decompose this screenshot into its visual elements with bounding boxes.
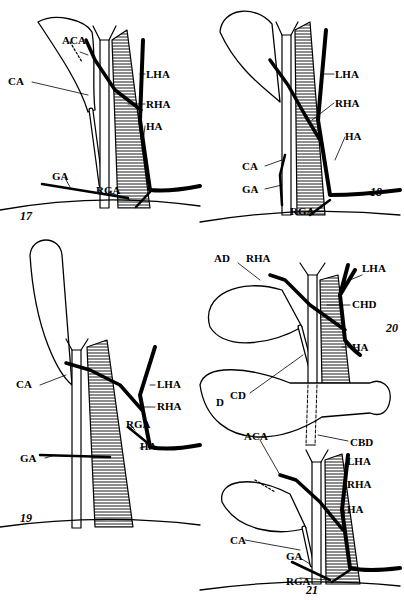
- part-label: HA: [347, 503, 364, 515]
- part-label: RHA: [246, 252, 270, 264]
- part-label: LHA: [335, 68, 359, 80]
- part-label: ACA: [62, 34, 86, 46]
- part-label: GA: [286, 550, 303, 562]
- part-label: GA: [242, 183, 259, 195]
- part-label: LHA: [347, 455, 371, 467]
- figure-number: 19: [20, 512, 32, 524]
- part-label: HA: [345, 130, 362, 142]
- part-label: CHD: [352, 298, 376, 310]
- part-label: CA: [230, 534, 246, 546]
- part-label: CD: [230, 389, 246, 401]
- part-label: RGA: [96, 184, 120, 196]
- part-label: AD: [214, 252, 230, 264]
- part-label: CBD: [350, 436, 373, 448]
- figure-21: [200, 440, 400, 590]
- part-label: D: [216, 396, 224, 408]
- figure-number: 18: [370, 186, 382, 198]
- part-label: RHA: [347, 478, 371, 490]
- part-label: GA: [20, 452, 37, 464]
- figure-number: 17: [20, 210, 32, 222]
- figure-20: [200, 263, 390, 445]
- part-label: RHA: [335, 97, 359, 109]
- part-label: GA: [52, 170, 69, 182]
- part-label: CA: [242, 160, 258, 172]
- part-label: RGA: [290, 205, 314, 217]
- part-label: HA: [352, 341, 369, 353]
- part-label: RGA: [126, 418, 150, 430]
- part-label: RHA: [157, 400, 181, 412]
- figure-number: 21: [306, 584, 318, 596]
- part-label: HA: [140, 440, 157, 452]
- figure-17: [0, 17, 200, 210]
- part-label: CA: [8, 75, 24, 87]
- figure-18: [200, 11, 400, 222]
- part-label: HA: [146, 120, 163, 132]
- figure-19: [0, 240, 200, 528]
- part-label: LHA: [146, 68, 170, 80]
- figure-number: 20: [386, 322, 398, 334]
- part-label: RHA: [146, 98, 170, 110]
- part-label: CA: [16, 378, 32, 390]
- part-label: LHA: [362, 262, 386, 274]
- part-label: LHA: [157, 378, 181, 390]
- part-label: ACA: [244, 430, 268, 442]
